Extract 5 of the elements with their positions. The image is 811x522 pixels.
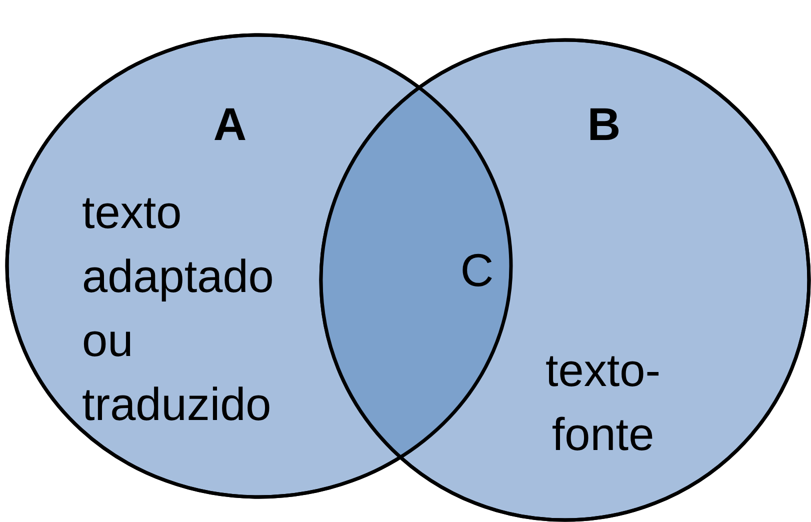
set-description: texto adaptado ou traduzido: [82, 185, 275, 432]
set-label: B: [586, 97, 622, 152]
set-description: texto-fonte: [544, 343, 662, 462]
set-label: A: [212, 97, 248, 152]
intersection-label: C: [459, 243, 495, 298]
